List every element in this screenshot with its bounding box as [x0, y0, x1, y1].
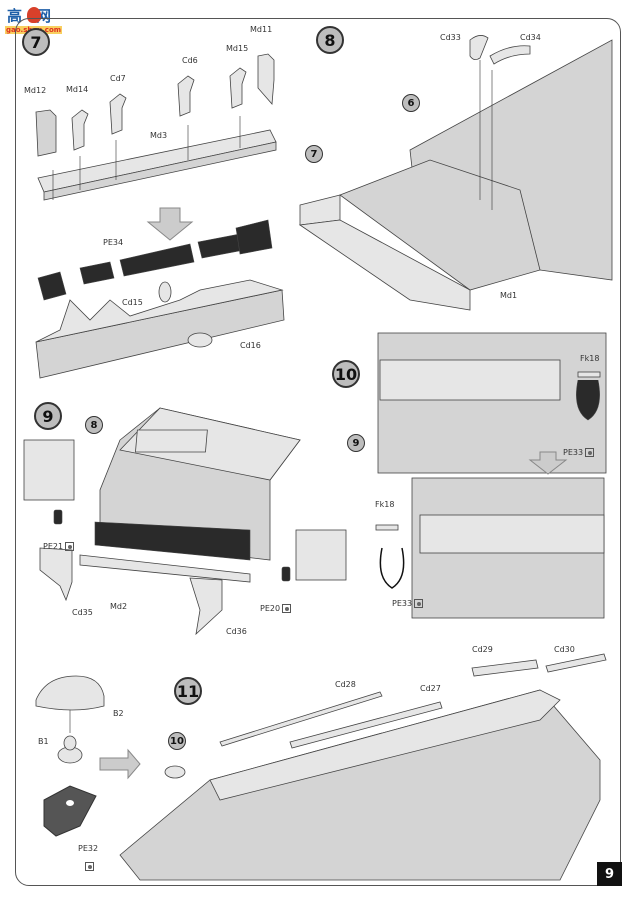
part-label-cd27: Cd27	[420, 684, 441, 693]
photo-etch-icon	[282, 604, 292, 613]
right-arrow	[99, 748, 141, 780]
ref-step-6: 6	[402, 94, 420, 112]
part-label-cd28: Cd28	[335, 680, 356, 689]
photo-etch-icon	[585, 448, 595, 457]
step10-detail-bottom	[375, 477, 605, 619]
part-label-cd35: Cd35	[72, 608, 93, 617]
photo-etch-icon	[414, 599, 424, 608]
part-label-md12: Md12	[24, 86, 47, 95]
pe20-text: PE20	[260, 604, 281, 613]
page-frame	[15, 18, 621, 886]
page-number: 9	[597, 862, 622, 886]
part-label-pe34: PE34	[103, 238, 124, 247]
step-number-9: 9	[34, 402, 62, 430]
thumbs-up-icon	[27, 7, 41, 23]
part-label-b2: B2	[113, 709, 124, 718]
step-number-10: 10	[332, 360, 360, 388]
step8-hull-assembly	[298, 35, 613, 311]
ref-step-10: 10	[168, 732, 186, 750]
part-label-cd33: Cd33	[440, 33, 461, 42]
photo-etch-icon	[65, 542, 75, 551]
part-label-md14: Md14	[66, 85, 89, 94]
step7-grille-assembly	[35, 219, 285, 379]
part-label-md11: Md11	[250, 25, 273, 34]
photo-etch-icon	[85, 862, 94, 871]
part-label-pe33-bottom: PE33	[392, 599, 424, 608]
pe21-text: PE21	[43, 542, 64, 551]
step11-antenna-parts	[35, 675, 105, 837]
part-label-pe32: PE32	[78, 844, 99, 853]
part-label-cd29: Cd29	[472, 645, 493, 654]
down-arrow	[528, 451, 568, 475]
part-label-cd16: Cd16	[240, 341, 261, 350]
step7-bracket-assembly	[35, 53, 277, 201]
step-number-8: 8	[316, 26, 344, 54]
part-label-fk18-bottom: Fk18	[375, 500, 395, 509]
ref-step-8: 8	[85, 416, 103, 434]
part-label-md15: Md15	[226, 44, 249, 53]
part-label-b1: B1	[38, 737, 49, 746]
part-label-md2: Md2	[110, 602, 128, 611]
part-label-cd30: Cd30	[554, 645, 575, 654]
ref-step-7: 7	[305, 145, 323, 163]
part-label-cd34: Cd34	[520, 33, 541, 42]
part-label-cd36: Cd36	[226, 627, 247, 636]
step10-detail-top	[377, 332, 607, 474]
part-label-pe20: PE20	[260, 604, 292, 613]
part-label-cd7: Cd7	[110, 74, 126, 83]
part-label-pe21: PE21	[43, 542, 75, 551]
part-label-cd15: Cd15	[122, 298, 143, 307]
pe33-top-text: PE33	[563, 448, 584, 457]
part-label-md3: Md3	[150, 131, 168, 140]
ref-step-9: 9	[347, 434, 365, 452]
step9-engine-assembly	[23, 407, 347, 636]
part-label-md1: Md1	[500, 291, 518, 300]
part-label-pe33-top: PE33	[563, 448, 595, 457]
part-label-cd6: Cd6	[182, 56, 198, 65]
down-arrow	[146, 207, 194, 241]
pe33-bottom-text: PE33	[392, 599, 413, 608]
step-number-7: 7	[22, 28, 50, 56]
step11-hull-assembly	[119, 653, 607, 881]
step-number-11: 11	[174, 677, 202, 705]
part-label-fk18-top: Fk18	[580, 354, 600, 363]
